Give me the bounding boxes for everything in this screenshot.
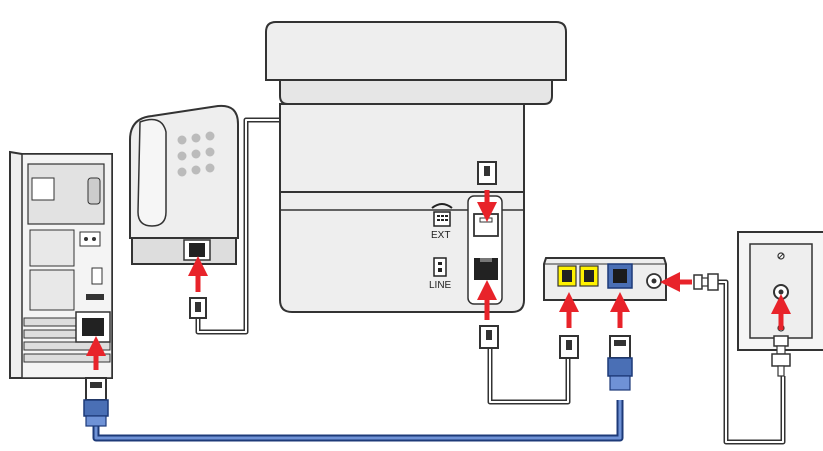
phone-cable-line-to-modem — [487, 340, 571, 405]
coax-wall-jack-icon — [737, 231, 823, 351]
ext-label: EXT — [431, 230, 450, 241]
printer-ext-port — [473, 213, 499, 237]
coax-connector-wall — [771, 335, 791, 377]
printer-port-panel — [467, 195, 503, 305]
printer-line-port — [474, 258, 498, 280]
ethernet-cable — [92, 400, 624, 442]
voip-modem-icon — [543, 257, 667, 359]
rj45-plug-computer — [83, 377, 109, 427]
computer-tower-icon — [9, 150, 113, 379]
desk-telephone-icon — [129, 104, 239, 319]
rj45-plug-modem — [607, 335, 633, 391]
coax-connector-modem — [693, 273, 719, 291]
wall-jack-line-icon — [433, 257, 447, 277]
connection-arrows — [86, 190, 791, 370]
line-label: LINE — [429, 280, 452, 291]
printer-mfp-icon: EXT LINE — [265, 21, 567, 349]
phone-keypad — [177, 131, 215, 177]
telephone-ext-icon — [431, 203, 453, 227]
modem-phone-ports — [557, 265, 599, 287]
